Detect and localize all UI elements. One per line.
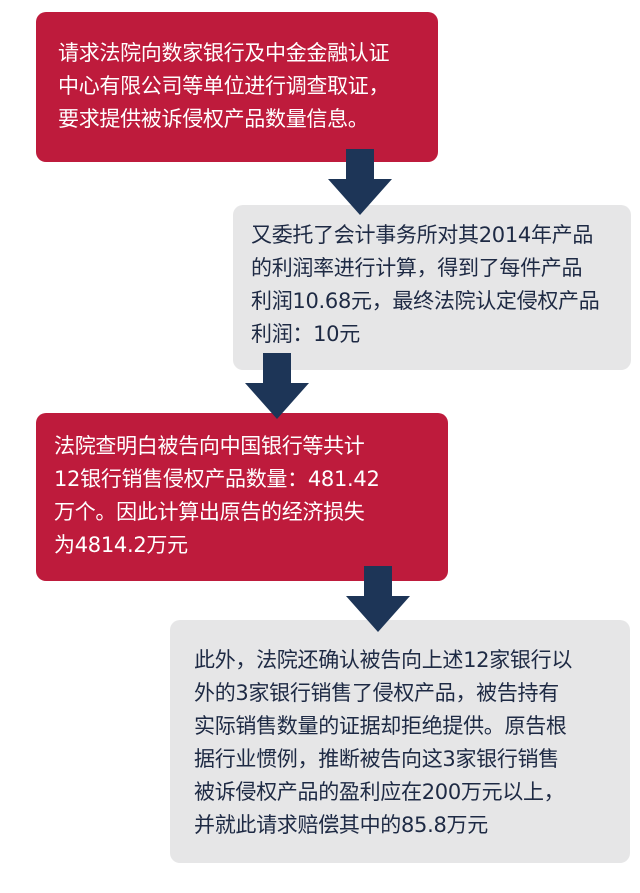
step-4-box: 此外，法院还确认被告向上述12家银行以 外的3家银行销售了侵权产品，被告持有 实…: [170, 620, 630, 863]
step-4-line-2: 外的3家银行销售了侵权产品，被告持有: [194, 681, 559, 705]
step-2-line-4: 利润：10元: [251, 322, 360, 346]
step-2-line-2: 的利润率进行计算，得到了每件产品: [251, 256, 583, 280]
step-3-line-2: 12银行销售侵权产品数量：481.42: [54, 467, 380, 491]
step-4-line-6: 并就此请求赔偿其中的85.8万元: [194, 813, 488, 837]
step-3-box: 法院查明白被告向中国银行等共计 12银行销售侵权产品数量：481.42 万个。因…: [36, 413, 448, 581]
step-1-line-2: 中心有限公司等单位进行调查取证，: [58, 74, 390, 98]
step-2-box: 又委托了会计事务所对其2014年产品 的利润率进行计算，得到了每件产品 利润10…: [233, 205, 631, 370]
arrow-down-icon: [245, 353, 309, 419]
arrow-down-icon: [346, 566, 410, 632]
step-2-line-3: 利润10.68元，最终法院认定侵权产品: [251, 289, 600, 313]
arrow-down-icon: [328, 149, 392, 215]
step-1-box: 请求法院向数家银行及中金金融认证 中心有限公司等单位进行调查取证， 要求提供被诉…: [36, 12, 438, 162]
step-3-line-4: 为4814.2万元: [54, 533, 188, 557]
step-1-line-1: 请求法院向数家银行及中金金融认证: [58, 41, 390, 65]
step-4-line-4: 据行业惯例，推断被告向这3家银行销售: [194, 747, 559, 771]
step-4-line-3: 实际销售数量的证据却拒绝提供。原告根: [194, 714, 567, 738]
step-2-line-1: 又委托了会计事务所对其2014年产品: [251, 223, 594, 247]
step-4-line-1: 此外，法院还确认被告向上述12家银行以: [194, 648, 573, 672]
step-4-line-5: 被诉侵权产品的盈利应在200万元以上，: [194, 780, 565, 804]
step-3-line-1: 法院查明白被告向中国银行等共计: [54, 434, 365, 458]
step-1-line-3: 要求提供被诉侵权产品数量信息。: [58, 107, 369, 131]
step-3-line-3: 万个。因此计算出原告的经济损失: [54, 500, 365, 524]
